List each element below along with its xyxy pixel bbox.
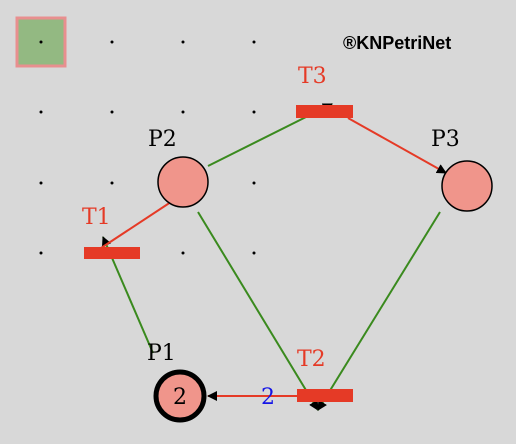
grid-dot: [110, 181, 114, 185]
arc-weight-t2-p1: 2: [261, 385, 275, 410]
grid-dot: [252, 110, 256, 114]
place-label-p3: P3: [431, 127, 460, 152]
grid-dot: [252, 251, 256, 255]
arc-p3-t2[interactable]: [317, 211, 441, 411]
grid-dot: [39, 251, 43, 255]
arc-p2-t2[interactable]: [197, 211, 319, 411]
token-count-p1: 2: [173, 385, 187, 410]
transition-t3[interactable]: [296, 105, 353, 118]
grid-dot: [110, 40, 114, 44]
arc-t3-p3[interactable]: [347, 117, 447, 174]
transition-label-t3: T3: [298, 64, 327, 89]
palette-dot: [39, 40, 43, 44]
grid-dot: [39, 110, 43, 114]
place-p1[interactable]: [153, 369, 207, 423]
transition-label-t1: T1: [82, 205, 111, 230]
grid-dot: [39, 181, 43, 185]
place-p3[interactable]: [441, 160, 493, 212]
transition-t1[interactable]: [84, 247, 140, 259]
grid-dot: [181, 40, 185, 44]
transition-label-t2: T2: [297, 347, 326, 372]
place-p2[interactable]: [157, 156, 209, 208]
place-label-p2: P2: [148, 127, 177, 152]
grid-dot: [252, 40, 256, 44]
transition-t2[interactable]: [297, 389, 353, 402]
arc-t1-p2[interactable]: [97, 195, 181, 251]
brand-label: ®KNPetriNet: [343, 33, 451, 53]
grid-dot: [181, 251, 185, 255]
grid-dot: [252, 181, 256, 185]
place-label-p1: P1: [147, 341, 176, 366]
grid-dot: [181, 110, 185, 114]
grid-dot: [110, 110, 114, 114]
